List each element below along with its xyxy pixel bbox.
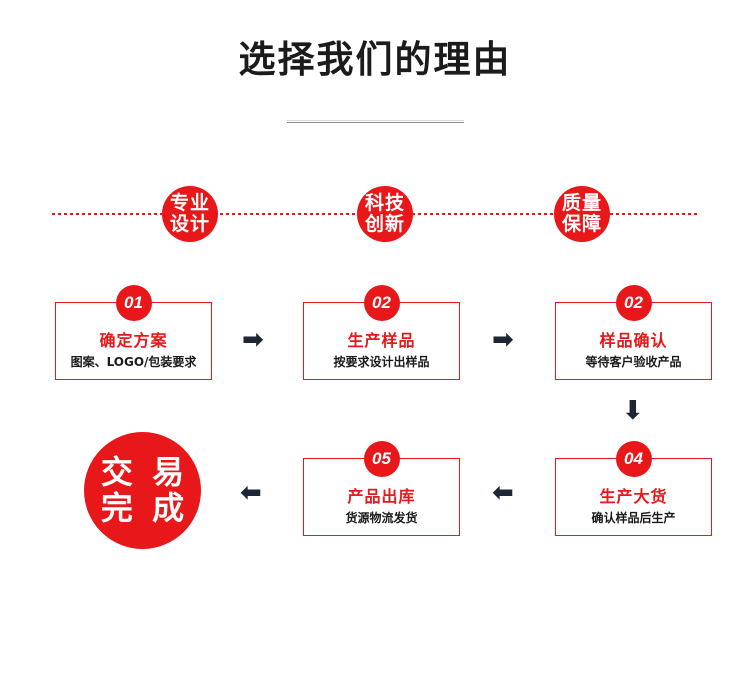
arrow-down-icon: ⬇ — [622, 396, 644, 426]
rail-circle-line1: 专业 — [169, 192, 210, 215]
final-circle-line2: 完 成 — [100, 488, 189, 527]
step-description: 等待客户验收产品 — [585, 355, 682, 369]
final-deal-complete-circle: 交 易 完 成 — [84, 432, 201, 549]
rail-circle-line1: 质量 — [561, 192, 602, 215]
step-title: 生产样品 — [347, 331, 416, 350]
rail-circle-line1: 科技 — [364, 192, 405, 215]
step-description: 货源物流发货 — [345, 511, 418, 525]
rail-circle-innovation: 科技 创新 — [357, 186, 413, 242]
arrow-left-icon: ⬅ — [240, 478, 262, 508]
step-box-1: 01 确定方案 图案、LOGO/包装要求 — [55, 285, 212, 380]
step-title: 产品出库 — [347, 487, 416, 506]
title-divider-line-bottom — [287, 122, 464, 123]
step-number-badge: 04 — [615, 441, 652, 477]
step-number-badge: 02 — [615, 285, 652, 321]
step-number-badge: 05 — [363, 441, 400, 477]
step-title: 生产大货 — [599, 487, 668, 506]
step-title: 样品确认 — [599, 331, 668, 350]
step-box-4: 04 生产大货 确认样品后生产 — [555, 441, 712, 536]
arrow-right-icon: ➡ — [492, 325, 514, 355]
rail-circle-line2: 保障 — [561, 213, 602, 235]
title-divider — [287, 120, 464, 123]
step-number-badge: 02 — [363, 285, 400, 321]
arrow-right-icon: ➡ — [242, 325, 264, 355]
arrow-left-icon: ⬅ — [492, 478, 514, 508]
title-divider-line-top — [287, 120, 464, 121]
step-box-3: 02 样品确认 等待客户验收产品 — [555, 285, 712, 380]
step-box-2: 02 生产样品 按要求设计出样品 — [303, 285, 460, 380]
final-circle-line1: 交 易 — [100, 452, 189, 491]
step-description: 确认样品后生产 — [591, 511, 676, 525]
rail-circle-design: 专业 设计 — [162, 186, 218, 242]
rail-circle-line2: 设计 — [169, 213, 210, 235]
step-box-5: 05 产品出库 货源物流发货 — [303, 441, 460, 536]
rail-circle-quality: 质量 保障 — [554, 186, 610, 242]
step-title: 确定方案 — [99, 331, 168, 350]
rail-circle-line2: 创新 — [364, 213, 405, 235]
step-number-badge: 01 — [115, 285, 152, 321]
step-description: 按要求设计出样品 — [333, 355, 430, 369]
page-title: 选择我们的理由 — [238, 38, 512, 81]
step-description: 图案、LOGO/包装要求 — [70, 355, 197, 369]
